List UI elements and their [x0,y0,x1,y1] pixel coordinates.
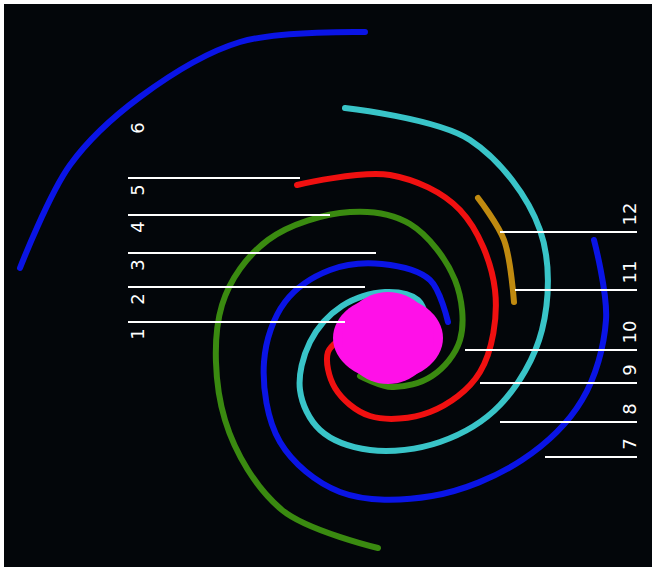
callout-number: 2 [129,293,147,304]
spiral-arm [264,240,607,500]
callout-number: 7 [621,438,639,449]
leader-line [500,231,637,233]
callout-number: 11 [621,261,639,284]
callout-number: 5 [129,184,147,195]
background [4,4,652,567]
leader-line [128,177,300,179]
leader-line [480,382,637,384]
callout-number: 1 [129,328,147,339]
spiral-arm [20,32,365,268]
callout-number: 8 [621,403,639,414]
leader-line [545,456,637,458]
callout-number: 12 [621,203,639,226]
galactic-bulge [342,292,434,384]
callout-number: 6 [129,122,147,133]
leader-line [128,214,330,216]
leader-line [128,286,365,288]
leader-lines [128,178,637,457]
leader-line [128,321,345,323]
spiral-arm [300,108,548,451]
leader-line [465,349,637,351]
callout-number: 4 [129,221,147,232]
spiral-arm [478,198,514,302]
spiral-arm [297,174,496,419]
leader-line [128,252,376,254]
leader-line [515,289,637,291]
callout-number: 10 [621,321,639,344]
leader-line [500,421,637,423]
callout-number: 3 [129,259,147,270]
callout-number: 9 [621,364,639,375]
